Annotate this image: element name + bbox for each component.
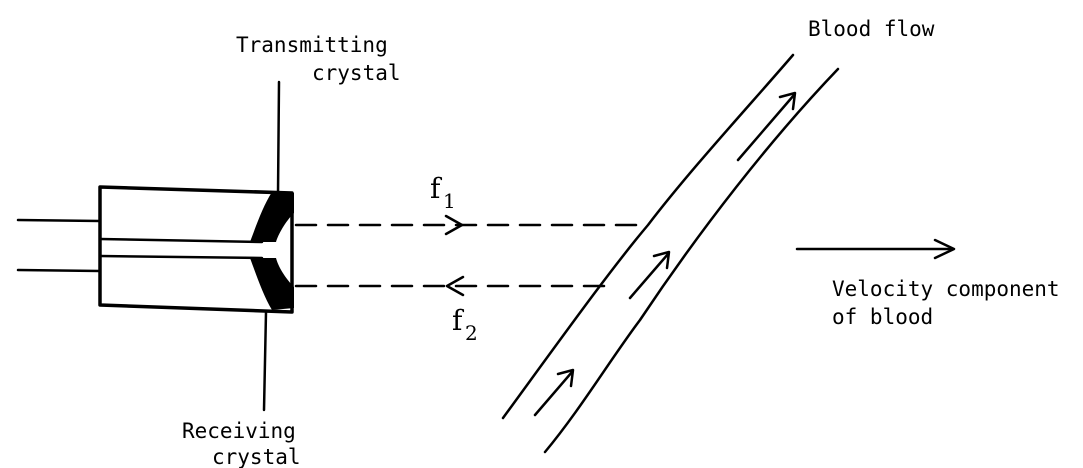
f2-subscript: 2	[465, 321, 478, 345]
transmitting-leader-line	[276, 80, 281, 196]
probe-cable-top	[16, 218, 102, 223]
probe-cable-bottom	[16, 268, 102, 273]
receiving-leader-line	[262, 310, 268, 412]
blood-vessel	[501, 53, 840, 454]
flow-arrow-middle	[628, 250, 671, 300]
velocity-component-label-line1: Velocity component	[832, 277, 1060, 301]
f1-subscript: 1	[443, 189, 456, 213]
vessel-wall-upper	[501, 53, 795, 420]
probe	[16, 80, 294, 412]
transmitted-beam-arrowhead	[444, 214, 464, 236]
probe-separator-upper	[98, 237, 264, 244]
probe-separator-lower	[98, 254, 264, 260]
f1-label: f	[430, 172, 443, 205]
transmitting-crystal	[250, 192, 294, 242]
probe-body	[98, 185, 294, 314]
flow-arrow-top	[736, 91, 797, 162]
vessel-wall-lower	[543, 67, 840, 454]
velocity-component-arrow	[795, 238, 956, 260]
reflected-beam-arrowhead	[445, 275, 465, 297]
receiving-crystal	[250, 258, 294, 310]
receiving-crystal-label-line2: crystal	[212, 445, 301, 468]
transmitting-crystal-label-line1: Transmitting	[236, 33, 388, 57]
receiving-crystal-label-line1: Receiving	[182, 419, 296, 443]
velocity-component-label-line2: of blood	[832, 305, 933, 329]
f2-label: f	[452, 304, 465, 337]
blood-flow-label: Blood flow	[808, 17, 935, 41]
flow-arrow-bottom	[533, 368, 575, 417]
transmitting-crystal-label-line2: crystal	[312, 61, 401, 85]
ultrasound-beams	[294, 214, 648, 297]
